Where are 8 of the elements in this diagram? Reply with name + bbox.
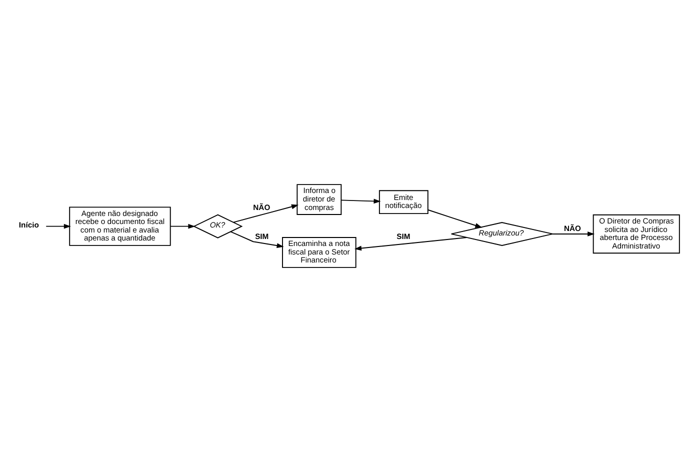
arrow bbox=[340, 198, 381, 204]
arrow bbox=[230, 231, 284, 248]
arrow bbox=[428, 209, 482, 228]
arrow bbox=[46, 224, 71, 229]
arrow bbox=[232, 204, 299, 223]
arrow bbox=[552, 232, 595, 236]
arrow bbox=[170, 224, 196, 229]
arrow bbox=[354, 237, 468, 251]
